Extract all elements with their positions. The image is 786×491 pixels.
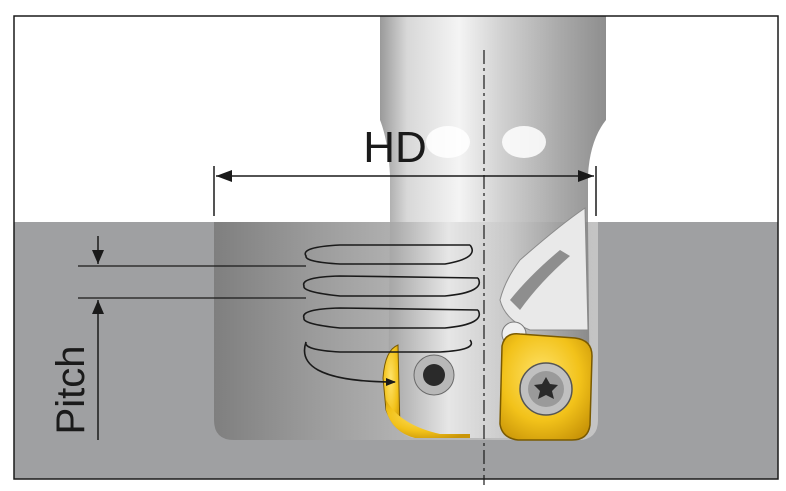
left-insert-edge — [386, 400, 470, 438]
hd-label: HD — [363, 123, 427, 172]
pitch-label: Pitch — [49, 346, 93, 435]
arrow-head — [578, 170, 594, 182]
arrow-head — [92, 250, 104, 264]
arrow-head — [216, 170, 232, 182]
body-bore-inner — [423, 364, 445, 386]
tool-shank — [380, 16, 606, 222]
chip-groove — [510, 250, 570, 310]
shank-highlight — [426, 126, 470, 158]
screw-torx-icon — [534, 377, 558, 399]
arrow-head — [92, 300, 104, 314]
shank-highlight — [502, 126, 546, 158]
frame-border — [13, 15, 779, 480]
helix-path — [302, 244, 481, 386]
